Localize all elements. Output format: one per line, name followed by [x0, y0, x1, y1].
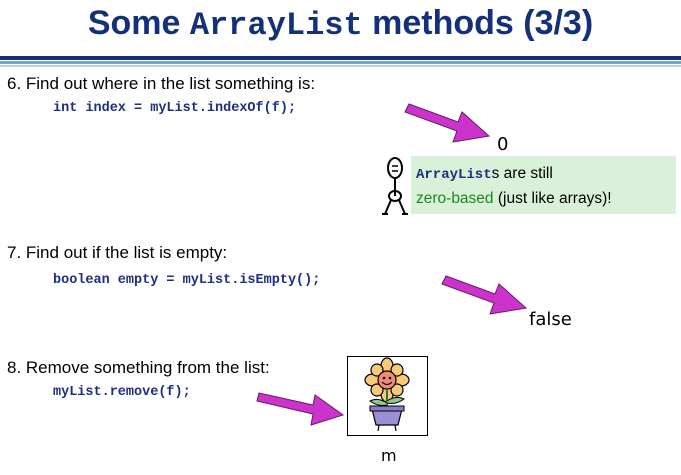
stick-figure-icon: [382, 157, 408, 215]
step-7-code: boolean empty = myList.isEmpty();: [53, 273, 321, 288]
flower-image-frame: [347, 356, 428, 436]
callout-line-1-rest: s are still: [491, 165, 553, 182]
callout-green-text: zero-based: [416, 190, 494, 207]
step-8-result: m: [381, 446, 397, 465]
step-8-label: 8. Remove something from the list:: [7, 358, 270, 377]
page-title: Some ArrayList methods (3/3): [0, 4, 681, 44]
title-prefix: Some: [87, 4, 190, 42]
zero-based-callout: ArrayLists are still zero-based (just li…: [411, 156, 676, 214]
step-7-label: 7. Find out if the list is empty:: [7, 243, 228, 262]
title-rule-mid: [0, 61, 681, 64]
title-code: ArrayList: [189, 7, 363, 44]
step-6-result: 0: [497, 134, 509, 155]
callout-line-2-rest: (just like arrays)!: [493, 190, 612, 207]
flower-pot-icon: [364, 357, 410, 432]
magenta-arrow-icon: [441, 275, 528, 315]
title-suffix: methods (3/3): [362, 4, 594, 42]
title-rule-light: [0, 65, 681, 67]
callout-code: ArrayList: [416, 167, 492, 183]
title-rule-dark: [0, 56, 681, 60]
step-8-code: myList.remove(f);: [53, 385, 191, 400]
callout-line-2: zero-based (just like arrays)!: [416, 187, 676, 210]
step-6-code: int index = myList.indexOf(f);: [53, 101, 297, 116]
magenta-arrow-icon: [404, 103, 491, 143]
callout-line-1: ArrayLists are still: [416, 162, 676, 187]
step-7-result: false: [529, 309, 572, 330]
magenta-arrow-icon: [256, 392, 345, 426]
step-6-label: 6. Find out where in the list something …: [7, 74, 316, 93]
